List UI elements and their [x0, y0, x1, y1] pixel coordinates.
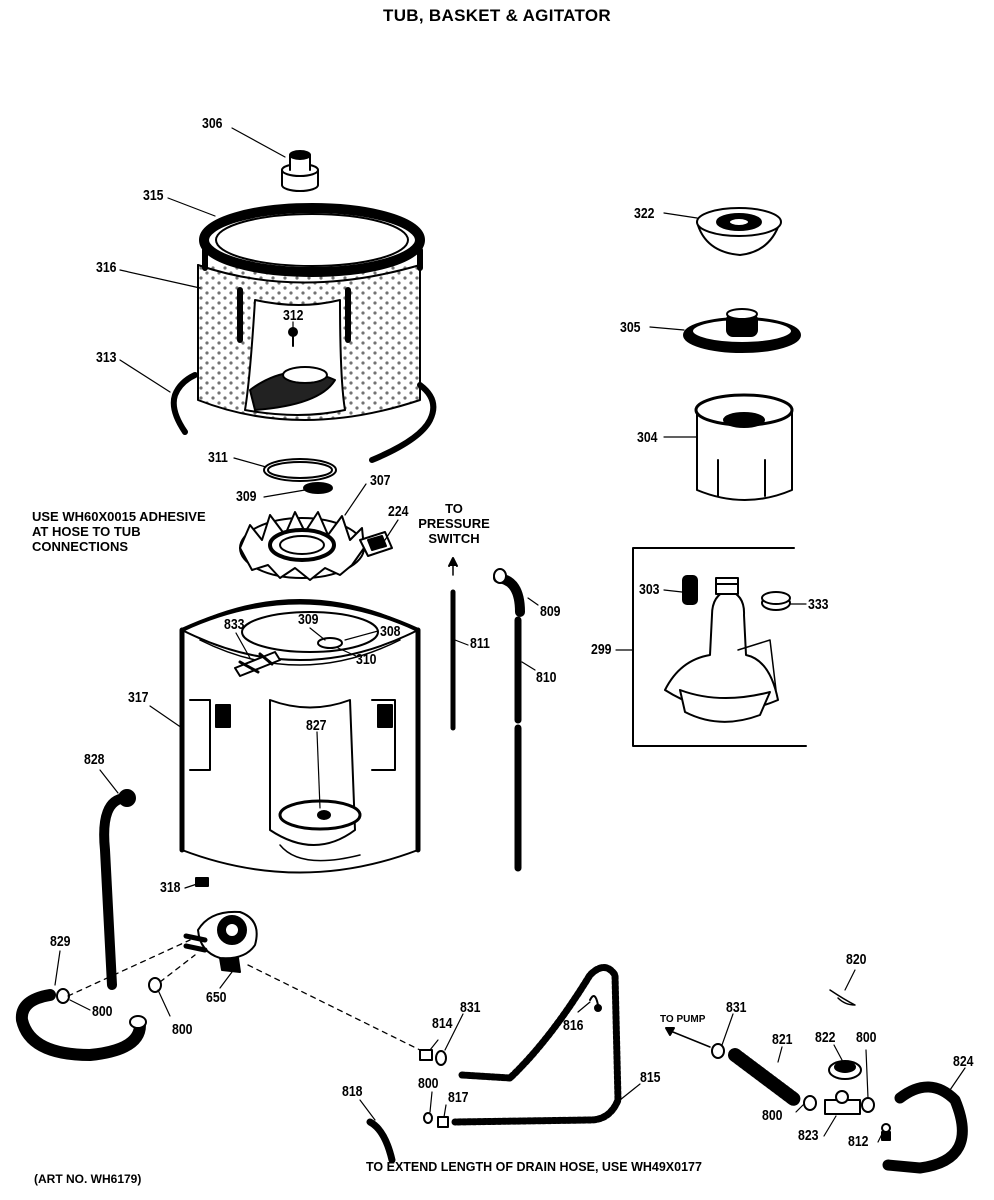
adhesive-note-line-2: AT HOSE TO TUB	[32, 524, 141, 539]
part-label-800-drain: 800	[418, 1075, 439, 1092]
part-label-333: 333	[808, 596, 829, 613]
drain-hose-note: TO EXTEND LENGTH OF DRAIN HOSE, USE WH49…	[366, 1160, 702, 1174]
clip-820-part	[829, 989, 856, 1006]
part-label-809: 809	[540, 603, 561, 620]
part-label-816: 816	[563, 1017, 584, 1034]
basket-316-part	[197, 264, 421, 421]
part-label-311: 311	[208, 449, 228, 466]
part-label-831-right: 831	[726, 999, 747, 1016]
clip-816-part	[589, 995, 602, 1012]
pressure-switch-line-3: SWITCH	[428, 531, 480, 546]
part-label-313: 313	[96, 349, 117, 366]
part-label-316: 316	[96, 259, 117, 276]
hose-828-part	[99, 789, 136, 990]
elbow-809-part	[493, 568, 525, 617]
gasket-313-part	[170, 372, 437, 463]
part-label-310: 310	[356, 651, 377, 668]
part-label-303: 303	[639, 581, 660, 598]
part-label-317: 317	[128, 689, 149, 706]
clamp-831-part	[435, 1050, 447, 1066]
drain-hose-815-part	[451, 964, 622, 1126]
part-label-811: 811	[470, 635, 490, 652]
diagram-title: TUB, BASKET & AGITATOR	[383, 6, 611, 25]
pressure-switch-line-2: PRESSURE	[418, 516, 490, 531]
hose-824-part	[882, 1081, 968, 1174]
pressure-switch-line-1: TO	[445, 501, 463, 516]
part-label-650: 650	[206, 989, 227, 1006]
part-label-318: 318	[160, 879, 181, 896]
part-label-821: 821	[772, 1031, 793, 1048]
cap-822-part	[828, 1060, 862, 1080]
part-label-322: 322	[634, 205, 655, 222]
part-label-828: 828	[84, 751, 105, 768]
part-label-304: 304	[637, 429, 658, 446]
hose-821-part	[728, 1048, 802, 1107]
leader-lines	[54, 127, 966, 1143]
part-label-818: 818	[342, 1083, 363, 1100]
part-label-824: 824	[953, 1053, 974, 1070]
part-label-812: 812	[848, 1133, 869, 1150]
coupling-817-part	[437, 1116, 449, 1128]
auger-304-part	[694, 393, 794, 501]
part-label-309-upper: 309	[236, 488, 257, 505]
part-label-833: 833	[224, 616, 245, 633]
part-label-829: 829	[50, 933, 71, 950]
tee-823-part	[824, 1090, 861, 1115]
part-label-224: 224	[388, 503, 409, 520]
part-label-306: 306	[202, 115, 223, 132]
bracket-224-part	[359, 531, 393, 557]
clip-318-part	[195, 877, 209, 887]
part-label-823: 823	[798, 1127, 819, 1144]
cap-333-part	[761, 591, 791, 611]
clamp-309-part	[303, 482, 333, 494]
fitting-814-part	[419, 1049, 433, 1061]
pressure-switch-note: TO PRESSURE SWITCH	[414, 501, 494, 546]
dashed-connectors	[67, 939, 421, 1051]
part-label-299: 299	[591, 641, 612, 658]
ring-311-part	[263, 458, 337, 482]
part-label-827: 827	[306, 717, 327, 734]
art-number: (ART NO. WH6179)	[34, 1172, 142, 1186]
balance-ring-315-part	[199, 203, 425, 277]
part-label-800-mid: 800	[172, 1021, 193, 1038]
cap-306-part	[281, 150, 319, 192]
part-label-831-left: 831	[460, 999, 481, 1016]
to-pump-arrow	[665, 1027, 711, 1048]
tube-811-part	[448, 557, 458, 731]
part-label-820: 820	[846, 951, 867, 968]
part-label-315: 315	[143, 187, 164, 204]
auger-top-305-part	[683, 308, 801, 353]
part-label-305: 305	[620, 319, 641, 336]
part-label-822: 822	[815, 1029, 836, 1046]
part-label-814: 814	[432, 1015, 453, 1032]
to-pump-note: TO PUMP	[660, 1014, 706, 1025]
part-label-817: 817	[448, 1089, 469, 1106]
part-label-800-left: 800	[92, 1003, 113, 1020]
part-label-312: 312	[283, 307, 304, 324]
connector-833-part	[234, 651, 281, 677]
part-label-307: 307	[370, 472, 391, 489]
agitator-box-299	[632, 547, 807, 747]
pump-650-part	[183, 910, 258, 973]
clamps-800-part	[56, 977, 875, 1124]
part-label-815: 815	[640, 1069, 661, 1086]
cap-322-part	[696, 207, 782, 256]
part-label-800-right: 800	[856, 1029, 877, 1046]
outer-tub-317-part	[179, 599, 421, 874]
part-label-810: 810	[536, 669, 557, 686]
hose-829-part	[15, 989, 147, 1061]
hose-818-part	[366, 1117, 399, 1164]
dogs-303-part	[682, 575, 698, 605]
seal-307-part	[239, 511, 365, 581]
agitator-299-part	[664, 577, 779, 723]
part-label-309-lower: 309	[298, 611, 319, 628]
adhesive-note-line-3: CONNECTIONS	[32, 539, 129, 554]
adhesive-note-line-1: USE WH60X0015 ADHESIVE	[32, 509, 206, 524]
adhesive-note: USE WH60X0015 ADHESIVE AT HOSE TO TUB CO…	[32, 509, 206, 554]
part-label-308: 308	[380, 623, 401, 640]
plug-812-part	[881, 1123, 891, 1141]
part-label-800-lower-right: 800	[762, 1107, 783, 1124]
clamp-308-part	[317, 637, 343, 649]
